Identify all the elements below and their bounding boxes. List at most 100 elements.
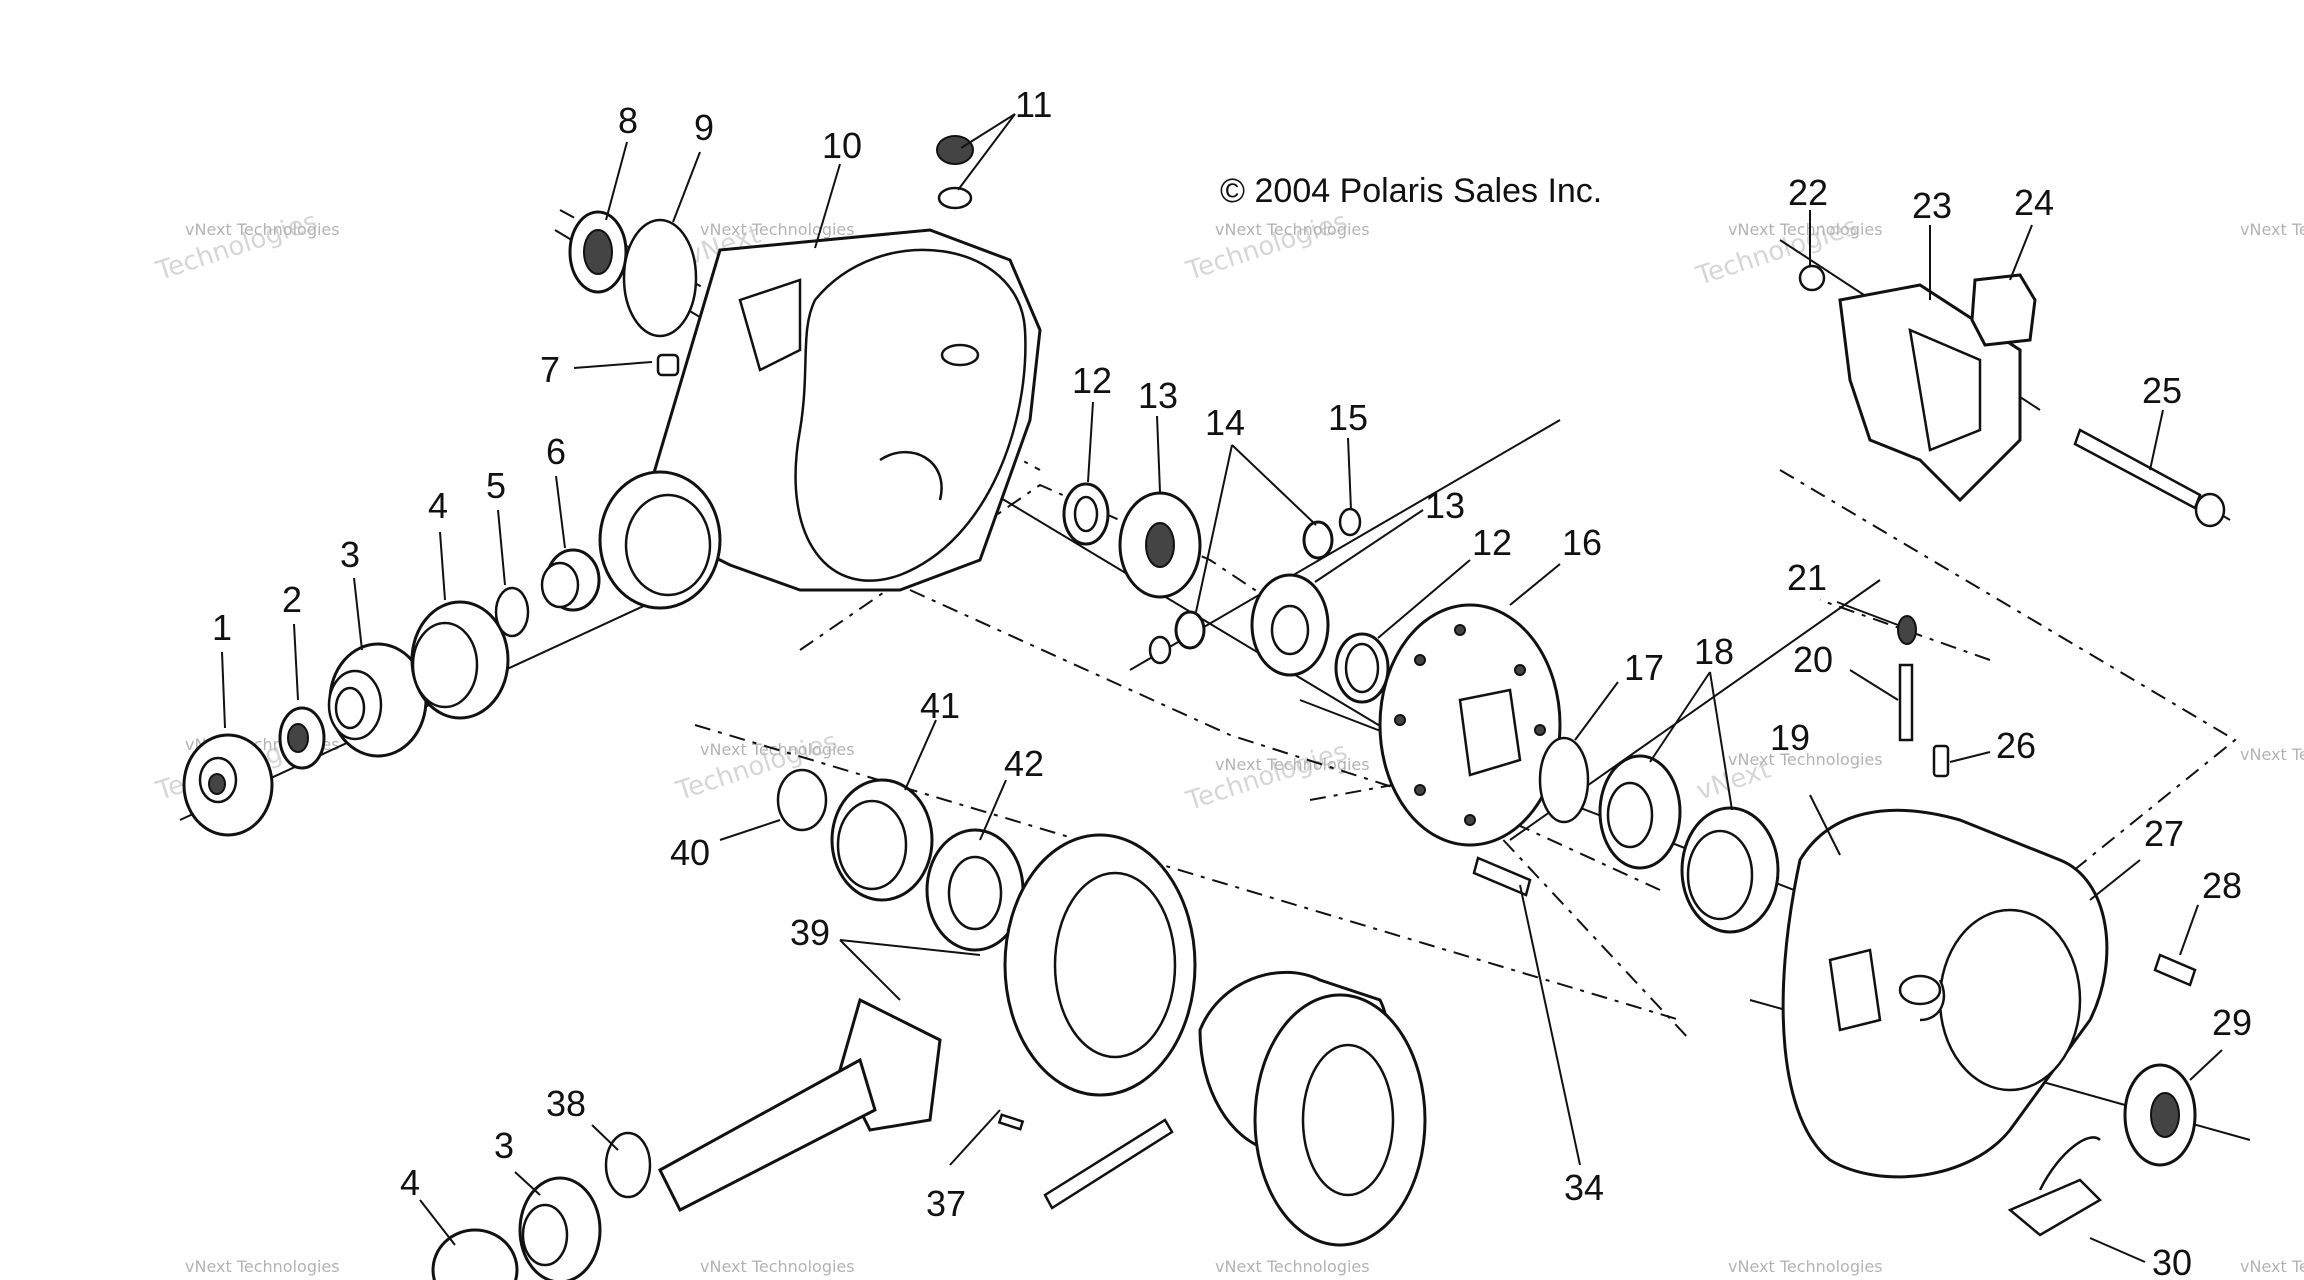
callout-30: 30 [2152, 1242, 2192, 1280]
callout-18: 18 [1694, 631, 1734, 672]
part-30-fork [2007, 1136, 2103, 1237]
part-3-bearing [327, 642, 428, 758]
part-39-pinion-gear [658, 997, 942, 1213]
part-3-lower-bearing [518, 1176, 602, 1280]
part-41-race [830, 778, 934, 902]
callout-numbers: 1 2 3 4 5 6 7 8 9 10 11 12 13 14 15 13 1… [212, 84, 2252, 1280]
part-2-nut [278, 706, 326, 770]
part-21-spring [1897, 615, 1917, 645]
callout-5: 5 [486, 465, 506, 506]
callout-28: 28 [2202, 865, 2242, 906]
part-7-plug [656, 353, 680, 377]
callout-13: 13 [1138, 375, 1178, 416]
part-12-washer-left [1062, 482, 1110, 546]
callout-37: 37 [926, 1183, 966, 1224]
callout-22: 22 [1788, 172, 1828, 213]
part-38-washer [604, 1131, 652, 1199]
part-14-pinion-gears [1174, 520, 1334, 650]
callout-24: 24 [2014, 182, 2054, 223]
svg-text:vNext Technologies: vNext Technologies [2240, 1257, 2304, 1276]
part-4-race [410, 600, 510, 720]
part-37-pin [997, 1113, 1025, 1131]
callout-4: 4 [428, 485, 448, 526]
part-18-bearing [1598, 754, 1780, 934]
part-25-bolt [2073, 428, 2226, 528]
part-15-washer [1148, 507, 1362, 665]
callout-15: 15 [1328, 397, 1368, 438]
callout-13b: 13 [1425, 485, 1465, 526]
callout-20: 20 [1793, 639, 1833, 680]
callout-26: 26 [1996, 725, 2036, 766]
svg-text:vNext Technologies: vNext Technologies [1215, 755, 1370, 774]
callout-3: 3 [340, 534, 360, 575]
callout-4b: 4 [400, 1162, 420, 1203]
part-16-flange-plate [1378, 603, 1562, 847]
part-26-pin [1932, 744, 1950, 778]
svg-text:Technologies: Technologies [1182, 207, 1351, 287]
svg-text:vNext Technologies: vNext Technologies [185, 220, 340, 239]
callout-3b: 3 [494, 1125, 514, 1166]
copyright-notice: © 2004 Polaris Sales Inc. [1220, 172, 1602, 210]
svg-text:vNext Technologies: vNext Technologies [1728, 1257, 1883, 1276]
part-13-gear-upper [1118, 491, 1202, 599]
part-8-seal [568, 210, 628, 294]
callout-34: 34 [1564, 1167, 1604, 1208]
part-10-housing-cover [598, 228, 1042, 610]
part-13-gear-lower [1250, 573, 1330, 677]
callout-14: 14 [1205, 402, 1245, 443]
callout-19: 19 [1770, 717, 1810, 758]
callout-12: 12 [1072, 360, 1112, 401]
svg-text:vNext Technologies: vNext Technologies [1728, 220, 1883, 239]
svg-text:vNext Technologies: vNext Technologies [700, 1257, 855, 1276]
svg-text:vNext Technologies: vNext Technologies [1215, 220, 1370, 239]
differential-carrier [1198, 970, 1427, 1247]
part-11-plug [936, 135, 974, 210]
part-34-bolt [1472, 856, 1532, 897]
callout-12b: 12 [1472, 522, 1512, 563]
svg-text:vNext Technologies: vNext Technologies [2240, 745, 2304, 764]
callout-40: 40 [670, 832, 710, 873]
part-9-oring [622, 218, 698, 338]
part-17-oring [1538, 736, 1590, 824]
svg-text:vNext Technologies: vNext Technologies [1215, 1257, 1370, 1276]
callout-2: 2 [282, 579, 302, 620]
part-20-shaft [1898, 663, 1914, 742]
callout-42: 42 [1004, 743, 1044, 784]
part-12-washer-right [1334, 632, 1390, 704]
callout-17: 17 [1624, 647, 1664, 688]
callout-25: 25 [2142, 370, 2182, 411]
callout-23: 23 [1912, 185, 1952, 226]
callout-16: 16 [1562, 522, 1602, 563]
callout-27: 27 [2144, 813, 2184, 854]
part-19-main-housing [1781, 808, 2109, 1179]
part-40-shim [776, 768, 828, 832]
leader-lines [221, 113, 2223, 1263]
svg-text:vNext Technologies: vNext Technologies [1728, 750, 1883, 769]
callout-39: 39 [790, 912, 830, 953]
part-24-block [1970, 273, 2037, 347]
svg-text:vNext Technologies: vNext Technologies [2240, 220, 2304, 239]
part-28-bolt [2153, 953, 2197, 987]
callout-21: 21 [1787, 557, 1827, 598]
part-22-bolt [1798, 264, 1826, 292]
svg-text:Technologies: Technologies [1182, 737, 1351, 817]
callout-29: 29 [2212, 1002, 2252, 1043]
callout-1: 1 [212, 607, 232, 648]
part-1-yoke [182, 733, 274, 837]
callout-11: 11 [1015, 84, 1052, 125]
svg-text:vNext Technologies: vNext Technologies [185, 1257, 340, 1276]
callout-41: 41 [920, 685, 960, 726]
callout-38: 38 [546, 1083, 586, 1124]
part-39-ring-gear [1003, 833, 1197, 1097]
svg-text:vNext Technologies: vNext Technologies [700, 220, 855, 239]
svg-text:Technologies: Technologies [152, 207, 321, 287]
part-29-gear [2123, 1063, 2197, 1167]
part-23-bracket [1838, 283, 2022, 503]
callout-7: 7 [540, 349, 560, 390]
callout-10: 10 [822, 125, 862, 166]
part-5-ring [494, 586, 530, 638]
part-4-lower-race [431, 1228, 519, 1280]
callout-9: 9 [694, 107, 714, 148]
